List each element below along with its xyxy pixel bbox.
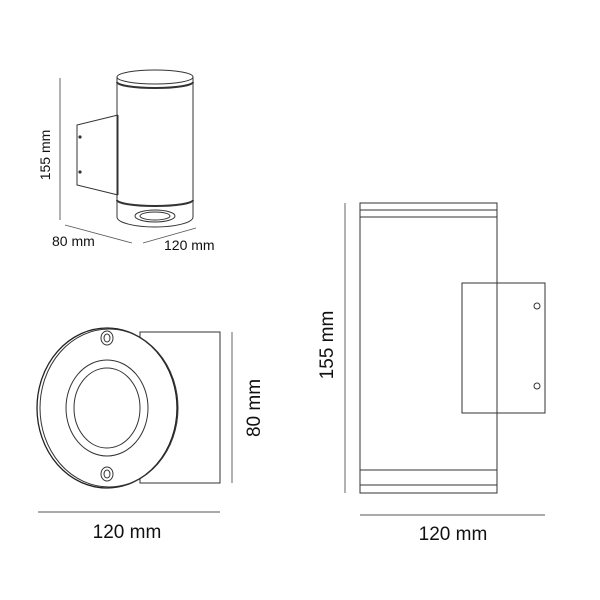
bracket-screw — [78, 170, 82, 174]
height-label: 155 mm — [317, 311, 338, 380]
width-label: 120 mm — [93, 522, 162, 543]
lens — [134, 209, 176, 223]
front-view: 80 mm 120 mm — [36, 327, 265, 543]
screw-hole-bottom — [100, 466, 114, 482]
cylinder-top — [116, 69, 194, 85]
top-band — [116, 81, 194, 89]
bottom-band — [116, 199, 194, 207]
bracket-screw — [533, 382, 541, 390]
screw-hole-inner — [103, 333, 111, 343]
faceplate-edge — [39, 328, 179, 488]
depth-dimension-line — [64, 224, 133, 244]
depth-label: 80 mm — [52, 233, 95, 249]
lens — [73, 367, 141, 449]
height-label: 155 mm — [37, 130, 53, 181]
screw-hole-top — [100, 330, 114, 346]
cylinder-body — [359, 202, 498, 494]
faceplate — [36, 327, 178, 489]
perspective-view: 155 mm 80 mm 120 mm — [37, 69, 215, 253]
width-dimension-line — [142, 227, 197, 244]
mount-bracket — [461, 282, 546, 414]
cylinder-body — [116, 77, 194, 228]
width-label: 120 mm — [164, 237, 215, 253]
mount-bracket — [76, 114, 119, 196]
bracket-screw — [78, 135, 82, 139]
height-label: 80 mm — [244, 379, 265, 437]
lens-ring — [65, 359, 149, 457]
bracket-screw — [533, 302, 541, 310]
screw-hole-inner — [103, 469, 111, 479]
side-view: 155 mm 120 mm — [317, 202, 546, 545]
width-label: 120 mm — [419, 524, 488, 545]
lens-inner — [139, 211, 171, 221]
